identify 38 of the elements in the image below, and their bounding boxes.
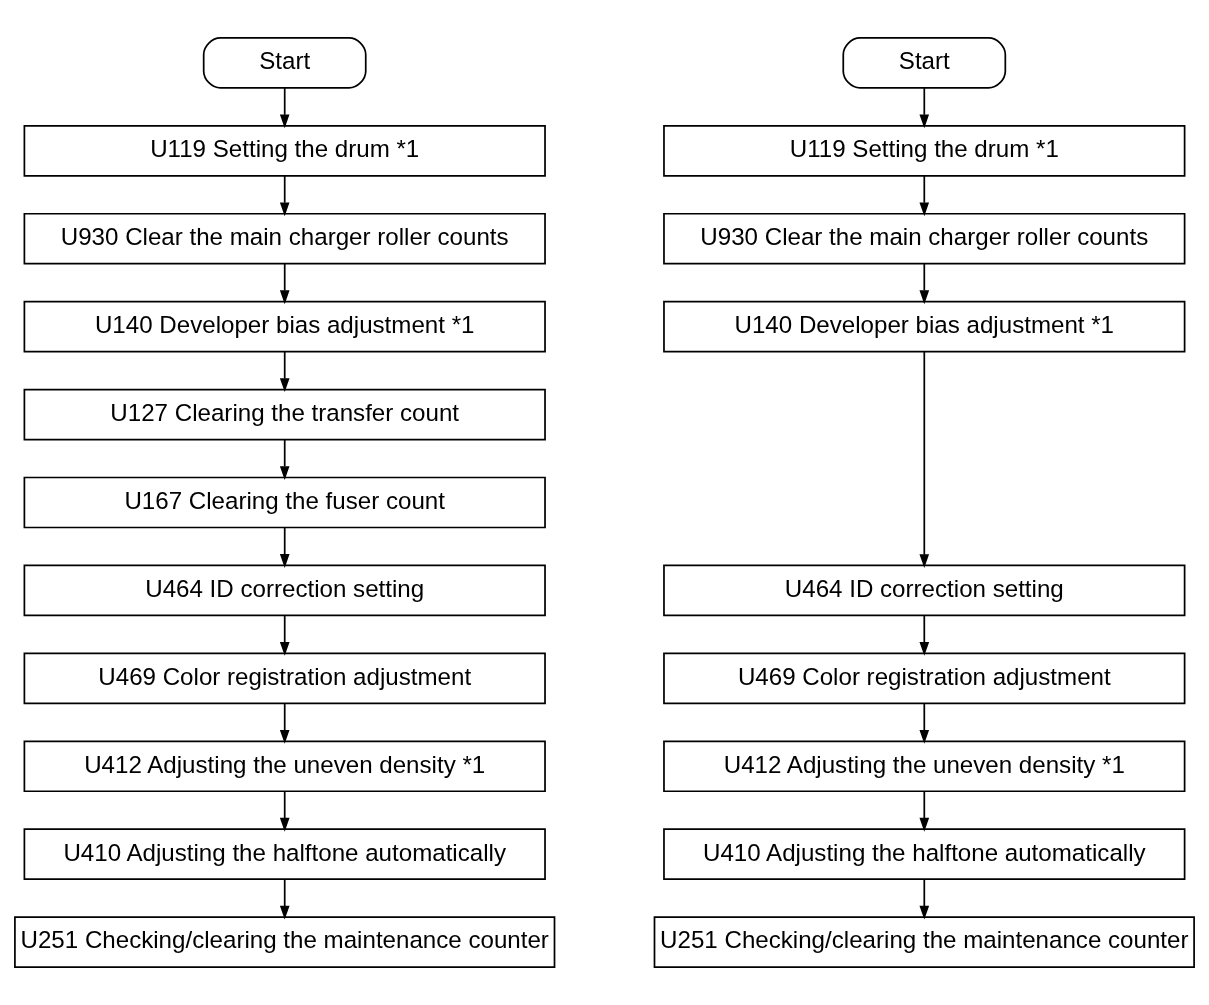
arrow — [279, 438, 290, 480]
node-box: U167 Clearing the fuser count — [23, 476, 546, 529]
node-box: U251 Checking/clearing the maintenance counter — [14, 916, 556, 968]
node-box: U410 Adjusting the halftone automatically — [23, 828, 546, 881]
node-box: U464 ID correction setting — [663, 564, 1186, 617]
node-box: Start — [202, 37, 367, 89]
arrow — [919, 175, 930, 217]
node-box: Start — [842, 37, 1007, 89]
node-box: U140 Developer bias adjustment *1 — [23, 300, 546, 353]
node-box: U469 Color registration adjustment — [663, 652, 1186, 705]
node-box: U410 Adjusting the halftone automatically — [663, 828, 1186, 881]
arrow — [919, 790, 930, 832]
arrow — [279, 263, 290, 305]
arrow — [919, 878, 930, 920]
arrow — [279, 351, 290, 393]
node-box: U930 Clear the main charger roller counts — [663, 212, 1186, 265]
node-box: U127 Clearing the transfer count — [23, 388, 546, 441]
arrow — [279, 526, 290, 568]
arrow — [919, 702, 930, 744]
node-box: U412 Adjusting the uneven density *1 — [663, 740, 1186, 793]
node-box: U119 Setting the drum *1 — [23, 124, 546, 177]
arrow — [919, 87, 930, 129]
node-box: U119 Setting the drum *1 — [663, 124, 1186, 177]
arrow — [279, 702, 290, 744]
node-box: U140 Developer bias adjustment *1 — [663, 300, 1186, 353]
arrow — [279, 614, 290, 656]
node-box: U469 Color registration adjustment — [23, 652, 546, 705]
node-box: U412 Adjusting the uneven density *1 — [23, 740, 546, 793]
arrow — [279, 87, 290, 129]
node-box: U930 Clear the main charger roller counts — [23, 212, 546, 265]
arrow — [279, 175, 290, 217]
arrow — [919, 263, 930, 305]
arrow — [279, 878, 290, 920]
arrow — [919, 351, 930, 568]
node-box: U251 Checking/clearing the maintenance counter — [653, 916, 1195, 968]
arrow — [279, 790, 290, 832]
arrow — [919, 614, 930, 656]
node-box: U464 ID correction setting — [23, 564, 546, 617]
